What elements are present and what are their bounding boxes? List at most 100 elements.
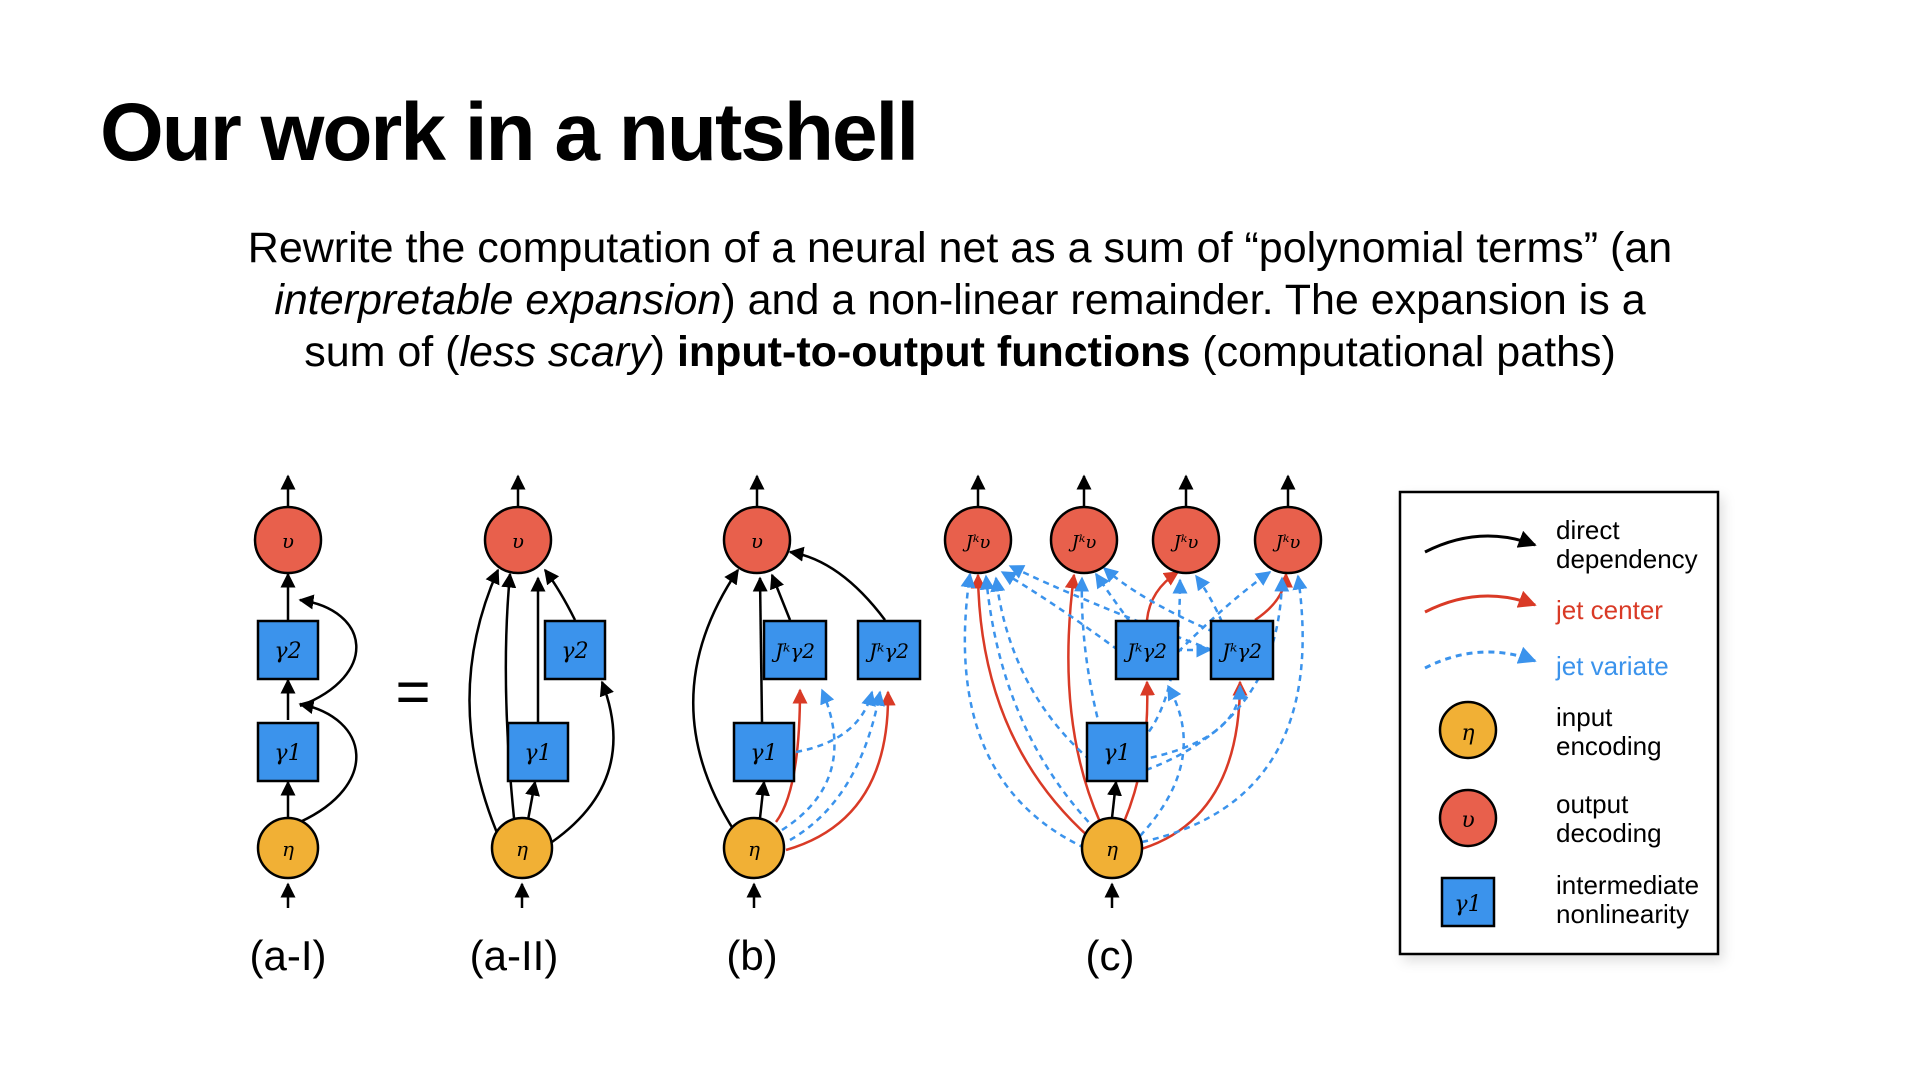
svg-text:υ: υ — [512, 529, 524, 553]
a1-output-node: υ — [253, 505, 323, 575]
svg-text:γ2: γ2 — [274, 639, 301, 664]
svg-text:Jᵏγ2: Jᵏγ2 — [1123, 639, 1167, 663]
a1-eta-skip-arrow — [298, 699, 358, 824]
svg-text:γ1: γ1 — [1103, 741, 1130, 766]
legend-output-circle-icon — [1438, 788, 1498, 848]
legend-jet-center-arrow-icon — [1424, 590, 1537, 614]
svg-text:Jᵏγ2: Jᵏγ2 — [1218, 639, 1262, 663]
c-jgamma2b-to-out3-variate-arrow — [1194, 574, 1224, 623]
svg-text:Jᵏγ2: Jᵏγ2 — [771, 639, 815, 663]
a1-gamma1-skip-arrow — [298, 594, 358, 708]
svg-text:γ1: γ1 — [750, 741, 777, 766]
c-jgamma2a-to-out4-variate-arrow — [1177, 570, 1272, 653]
panel-label-b: (b) — [726, 932, 777, 979]
nodes-layer: η γ1 γ2 υ η γ1 γ2 υ η γ1 Jᵏγ2 Jᵏγ2 υ η γ1 Jᵏγ2 Jᵏγ2 Jᵏυ Jᵏ… — [253, 505, 1323, 880]
a2-input-node: η — [490, 816, 554, 880]
slide-title: Our work in a nutshell — [100, 87, 919, 178]
a2-gamma2-node: γ2 — [543, 619, 607, 681]
summary-strong: input-to-output functions — [676, 328, 1191, 376]
a2-gamma1-node: γ1 — [506, 721, 570, 783]
c-gamma1-node: γ1 — [1085, 721, 1149, 783]
svg-text:Jᵏυ: Jᵏυ — [962, 532, 991, 553]
a1-gamma2-node: γ2 — [256, 619, 320, 681]
c-jgamma2a-node: Jᵏγ2 — [1114, 619, 1180, 681]
c-jet-output-node-3: Jᵏυ — [1151, 505, 1221, 575]
b-jgamma2b-node: Jᵏγ2 — [856, 619, 922, 681]
b-jgamma2a-node: Jᵏγ2 — [762, 619, 828, 681]
panel-label-c: (c) — [1086, 932, 1135, 979]
c-eta-to-jgamma2a-variate-arrow — [1139, 684, 1185, 837]
b-eta-to-jgamma2a-variate-arrow — [781, 688, 836, 832]
a1-input-node: η — [256, 816, 320, 880]
b-eta-to-jgamma2b-variate-arrow — [789, 690, 885, 842]
legend-output-symbol: υ — [1461, 808, 1474, 833]
b-eta-outer-to-upsilon-arrow — [692, 568, 740, 833]
summary-emphasis-1: interpretable expansion — [274, 276, 722, 324]
c-eta-to-jgamma2b-center-arrow — [1137, 680, 1248, 852]
c-eta-to-out1-variate-arrow-2 — [979, 574, 1097, 831]
c-jet-output-node-2: Jᵏυ — [1049, 505, 1119, 575]
c-eta-to-out1-center-arrow — [970, 573, 1091, 839]
c-eta-to-gamma1-arrow — [1107, 780, 1122, 819]
c-eta-to-out1-variate-arrow — [960, 572, 1086, 850]
legend: η υ γ1 direct dependency jet center jet … — [1398, 490, 1720, 956]
summary-part-4: (computational paths) — [1190, 328, 1616, 376]
c-jet-output-node-4: Jᵏυ — [1253, 505, 1323, 575]
svg-text:Jᵏυ: Jᵏυ — [1170, 532, 1199, 553]
c-gamma1-to-out2-variate-arrow — [1074, 576, 1102, 729]
svg-text:Jᵏυ: Jᵏυ — [1272, 532, 1301, 553]
edges-layer — [280, 474, 1308, 908]
a2-output-node: υ — [483, 505, 553, 575]
c-gamma1-to-out1-variate-arrow — [990, 576, 1091, 761]
b-eta-to-gamma1-arrow — [755, 780, 770, 819]
panel-label-a-I: (a-I) — [250, 932, 327, 979]
a2-eta-to-gamma2-arrow — [551, 680, 615, 844]
legend-intermediate-symbol: γ1 — [1454, 892, 1481, 917]
equals-sign: = — [395, 658, 430, 725]
c-gamma1-to-out4-variate-arrow — [1145, 576, 1290, 772]
summary-part-2: ) and a non-linear remainder. The expans… — [304, 276, 1646, 376]
c-jet-output-node-1: Jᵏυ — [943, 505, 1013, 575]
legend-label-jet-center: jet center — [1555, 595, 1663, 625]
b-jgamma2a-to-upsilon-arrow — [770, 573, 792, 621]
b-gamma1-node: γ1 — [732, 721, 796, 783]
labels-layer: (a-I) = (a-II) (b) (c) — [250, 658, 1135, 979]
legend-label-input-line1: input — [1556, 702, 1613, 732]
legend-jet-variate-arrow-icon — [1424, 646, 1537, 670]
c-jgamma2b-node: Jᵏγ2 — [1209, 619, 1275, 681]
b-eta-to-jgamma2b-center-arrow — [785, 690, 896, 852]
legend-label-intermediate-line1: intermediate — [1556, 870, 1699, 900]
panel-label-a-II: (a-II) — [470, 932, 559, 979]
legend-label-intermediate-line2: nonlinearity — [1556, 899, 1689, 929]
legend-intermediate-square-icon — [1440, 876, 1496, 928]
legend-direct-arrow-icon — [1424, 530, 1537, 554]
svg-text:η: η — [1106, 837, 1118, 861]
legend-label-input-line2: encoding — [1556, 731, 1662, 761]
legend-label-direct-line2: dependency — [1556, 544, 1698, 574]
c-jgamma2a-to-out2-variate-arrow — [1094, 572, 1132, 623]
b-gamma1-to-jgamma2b-variate-arrow — [795, 690, 876, 754]
summary-part-3: ) — [650, 328, 677, 376]
legend-input-symbol: η — [1461, 721, 1474, 746]
svg-text:η: η — [748, 837, 760, 861]
svg-text:υ: υ — [282, 529, 294, 553]
svg-text:υ: υ — [751, 529, 763, 553]
c-eta-to-out4-variate-arrow — [1141, 574, 1308, 844]
b-input-node: η — [722, 816, 786, 880]
a2-eta-outer-to-upsilon-arrow — [468, 568, 502, 841]
legend-label-output-line2: decoding — [1556, 818, 1662, 848]
summary-text: Rewrite the computation of a neural net … — [240, 222, 1680, 378]
c-eta-to-out2-center-arrow — [1064, 573, 1102, 823]
svg-text:η: η — [516, 837, 528, 861]
svg-text:η: η — [282, 837, 294, 861]
summary-part-1: Rewrite the computation of a neural net … — [247, 224, 1673, 272]
c-jgamma2a-to-out3-center-arrow — [1145, 570, 1180, 621]
c-jgamma2b-to-out1-variate-arrow — [1008, 564, 1213, 652]
legend-label-jet-variate: jet variate — [1555, 651, 1669, 681]
a2-gamma2-to-upsilon-arrow — [543, 568, 577, 621]
svg-text:Jᵏγ2: Jᵏγ2 — [865, 639, 909, 663]
a1-gamma1-node: γ1 — [256, 721, 320, 783]
legend-label-output-line1: output — [1556, 789, 1629, 819]
svg-text:γ1: γ1 — [524, 741, 551, 766]
